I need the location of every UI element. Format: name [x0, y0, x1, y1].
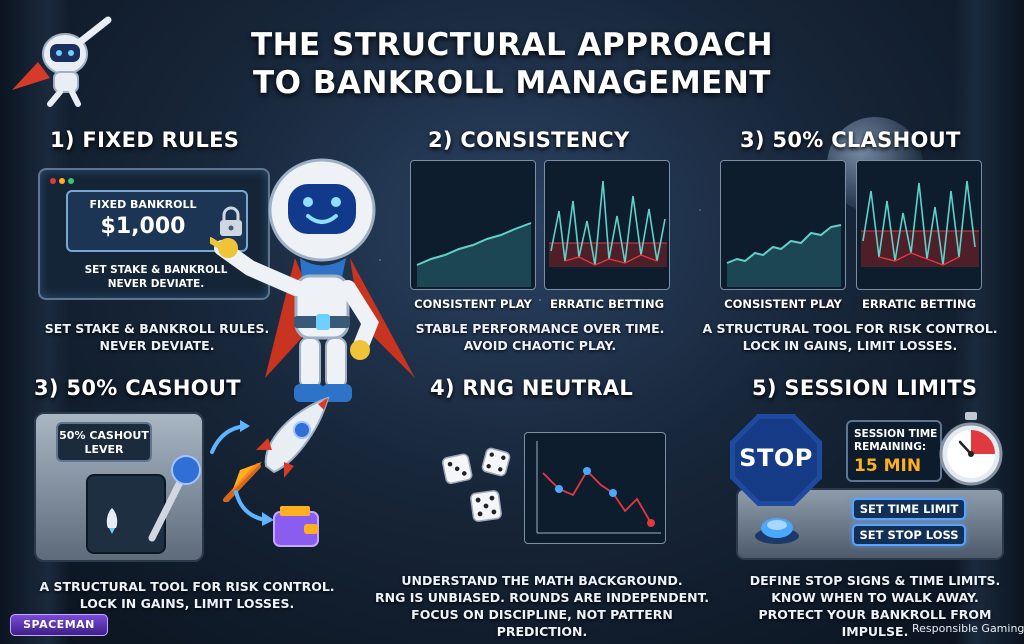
clashout-desc-2: LOCK IN GAINS, LIMIT LOSSES.	[742, 338, 958, 353]
rng-desc-2: RNG IS UNBIASED. ROUNDS ARE INDEPENDENT.	[375, 590, 709, 605]
timer-value: 15 MIN	[854, 456, 922, 476]
title-line-2: TO BANKROLL MANAGEMENT	[253, 65, 771, 101]
lock-icon	[220, 206, 242, 236]
bankroll-label: FIXED BANKROLL	[89, 198, 197, 211]
flying-robot-icon	[12, 16, 112, 107]
responsible-gaming-footer: Responsible Gaming	[912, 622, 1024, 635]
section-title-cashout: 3) 50% CASHOUT	[34, 376, 241, 400]
session-desc-2: KNOW WHEN TO WALK AWAY.	[771, 590, 979, 605]
consistent-trend-line-2	[726, 224, 842, 264]
cashout-desc-1: A STRUCTURAL TOOL FOR RISK CONTROL.	[39, 579, 335, 594]
clashout-description: A STRUCTURAL TOOL FOR RISK CONTROL. LOCK…	[700, 320, 1000, 354]
arrow-up-icon	[210, 420, 250, 454]
session-desc-3: PROTECT YOUR BANKROLL FROM IMPULSE.	[758, 607, 992, 639]
consistency-desc-2: AVOID CHAOTIC PLAY.	[463, 338, 617, 353]
section-title-session-limits: 5) SESSION LIMITS	[752, 376, 978, 400]
session-description: DEFINE STOP SIGNS & TIME LIMITS. KNOW WH…	[734, 572, 1016, 640]
erratic-betting-chart-1	[544, 160, 670, 290]
erratic-line-2	[862, 180, 976, 266]
session-desc-1: DEFINE STOP SIGNS & TIME LIMITS.	[749, 573, 1001, 588]
lever-label-2: LEVER	[84, 443, 124, 456]
section-title-fixed-rules: 1) FIXED RULES	[50, 128, 240, 152]
bankroll-amount: $1,000	[100, 214, 186, 239]
set-stop-loss-button[interactable]: SET STOP LOSS	[852, 524, 966, 546]
set-time-limit-button[interactable]: SET TIME LIMIT	[852, 498, 966, 520]
rng-desc-1: UNDERSTAND THE MATH BACKGROUND.	[401, 573, 683, 588]
stopwatch-icon	[939, 412, 1003, 486]
section-title-rng: 4) RNG NEUTRAL	[430, 376, 634, 400]
session-timer-panel: SESSION TIME REMAINING: 15 MIN	[846, 420, 942, 482]
lever-handle[interactable]	[122, 450, 202, 550]
consistent-play-label-1: CONSISTENT PLAY	[414, 297, 532, 311]
consistency-description: STABLE PERFORMANCE OVER TIME. AVOID CHAO…	[390, 320, 690, 354]
cashout-lever-machine: 50% CASHOUT LEVER	[34, 412, 204, 562]
fixed-rules-desc-1: SET STAKE & BANKROLL RULES.	[44, 321, 270, 336]
cashout-desc-2: LOCK IN GAINS, LIMIT LOSSES.	[79, 596, 295, 611]
consistent-trend-line	[416, 222, 532, 266]
bankroll-note-1: SET STAKE & BANKROLL	[84, 264, 228, 276]
arrow-down-icon	[234, 490, 274, 526]
stop-sign-icon: STOP	[730, 414, 822, 506]
erratic-betting-label-2: ERRATIC BETTING	[861, 297, 977, 311]
section-title-clashout: 3) 50% CLASHOUT	[740, 128, 961, 152]
window-dot-green	[68, 178, 74, 184]
lever-label-1: 50% CASHOUT	[59, 429, 149, 442]
consistent-play-chart-1	[410, 160, 536, 290]
clashout-desc-1: A STRUCTURAL TOOL FOR RISK CONTROL.	[702, 321, 998, 336]
launching-rocket-icon	[223, 396, 330, 502]
astronaut-mascot	[210, 158, 415, 402]
rocket-icon	[106, 508, 118, 534]
timer-label-1: SESSION TIME	[854, 428, 938, 440]
rng-line	[542, 469, 652, 524]
wallet-icon	[273, 506, 319, 547]
consistent-play-label-2: CONSISTENT PLAY	[724, 297, 842, 311]
rng-description: UNDERSTAND THE MATH BACKGROUND. RNG IS U…	[372, 572, 712, 640]
window-dot-yellow	[59, 178, 65, 184]
consistency-desc-1: STABLE PERFORMANCE OVER TIME.	[415, 321, 665, 336]
spaceman-logo: SPACEMAN	[10, 614, 108, 636]
fixed-rules-desc-2: NEVER DEVIATE.	[99, 338, 215, 353]
stop-push-button[interactable]	[752, 510, 802, 546]
erratic-line	[550, 180, 666, 266]
erratic-betting-label-1: ERRATIC BETTING	[549, 297, 665, 311]
dice-icon	[441, 447, 511, 522]
section-title-consistency: 2) CONSISTENCY	[428, 128, 630, 152]
page-title: THE STRUCTURAL APPROACH TO BANKROLL MANA…	[200, 26, 824, 102]
consistent-play-chart-2	[720, 160, 846, 290]
bankroll-note-2: NEVER DEVIATE.	[107, 278, 205, 290]
erratic-betting-chart-2	[856, 160, 982, 290]
window-dot-red	[50, 178, 56, 184]
lever-label: 50% CASHOUT LEVER	[56, 422, 152, 462]
rng-chart	[524, 432, 666, 544]
cashout-description: A STRUCTURAL TOOL FOR RISK CONTROL. LOCK…	[22, 578, 352, 612]
timer-label-2: REMAINING:	[854, 441, 927, 453]
title-line-1: THE STRUCTURAL APPROACH	[250, 27, 774, 63]
fixed-rules-description: SET STAKE & BANKROLL RULES. NEVER DEVIAT…	[22, 320, 292, 354]
rng-desc-3: FOCUS ON DISCIPLINE, NOT PATTERN PREDICT…	[411, 607, 673, 639]
stop-sign-text: STOP	[739, 444, 813, 472]
